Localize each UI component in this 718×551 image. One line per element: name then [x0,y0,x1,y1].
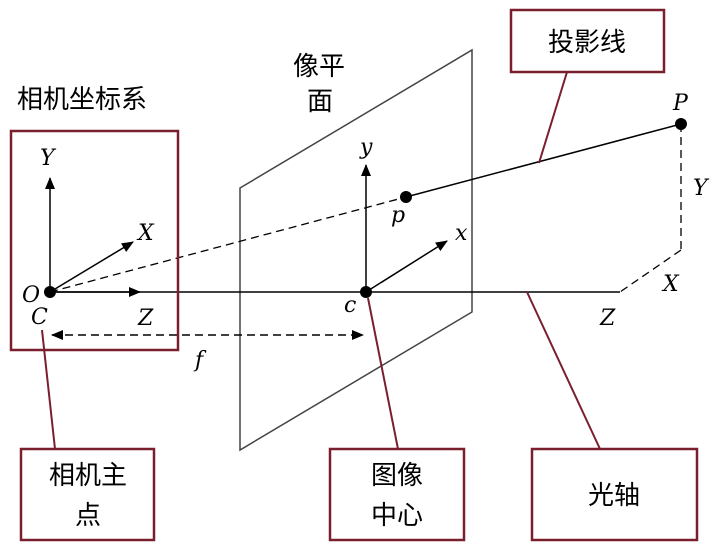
image-y-symbol: y [359,135,373,160]
callout-principal-point [41,329,56,450]
optical-axis-label: 光轴 [588,481,640,511]
origin-symbol: O [22,283,40,308]
camera-x-arrow [49,241,134,293]
far-z-symbol: Z [599,306,616,331]
image-center-label-box [328,447,466,542]
image-center-symbol: c [344,293,356,318]
image-plane-label-line1: 像平 [293,52,345,82]
world-x-symbol: X [661,272,680,297]
callout-optical-axis [526,291,601,450]
principal-point-label-box [19,447,156,542]
image-center-label-line1: 图像 [371,461,423,491]
camera-z-symbol: Z [137,306,154,331]
world-point-dot [675,118,687,130]
projection-line-dashed [49,196,407,293]
image-plane [239,48,473,452]
image-point-symbol: p [391,203,405,228]
camera-y-symbol: Y [40,146,57,171]
world-point-symbol: P [672,91,689,116]
image-x-symbol: x [455,221,468,246]
camera-coord-title: 相机坐标系 [17,85,147,115]
camera-coord-box [9,129,180,352]
principal-point-label-line2: 点 [75,501,101,531]
camera-x-symbol: X [136,221,155,246]
optical-axis-label-box [530,447,699,542]
image-point-dot [400,191,412,203]
camera-center-symbol: C [31,305,48,330]
focal-length-symbol: f [193,348,207,373]
image-center-label-line2: 中心 [371,501,423,531]
callout-projection-line [538,71,568,164]
projection-line-solid [405,123,682,198]
projection-line-label: 投影线 [548,28,626,58]
principal-point-label-line1: 相机主 [49,461,127,491]
projection-line-label-box [509,8,666,74]
world-y-symbol: Y [693,176,710,201]
origin-point [44,286,56,298]
image-x-arrow [365,240,448,293]
image-center-point [360,286,372,298]
image-plane-label-line2: 面 [307,87,333,117]
callout-image-center [367,297,399,450]
